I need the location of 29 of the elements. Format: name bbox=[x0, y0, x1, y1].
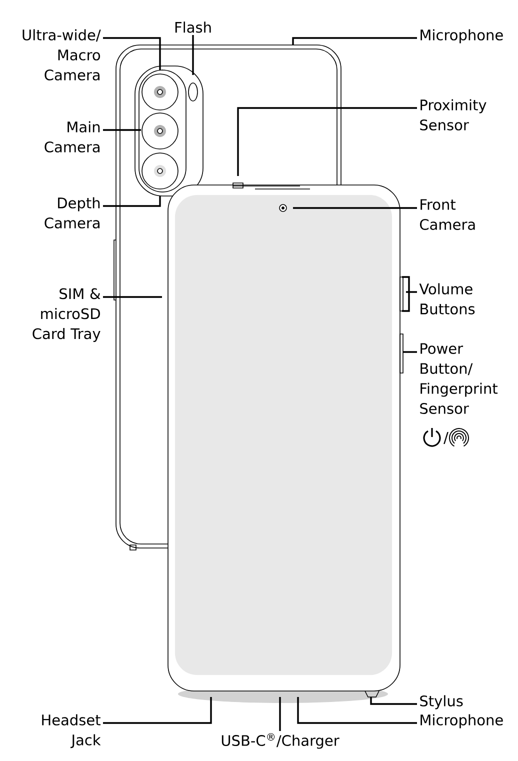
leader-line bbox=[103, 296, 162, 298]
part-label: Headset Jack bbox=[42, 714, 101, 748]
leader-line bbox=[103, 697, 212, 724]
part-label: Power Button/ Fingerprint Sensor bbox=[420, 343, 498, 414]
leader-line bbox=[406, 291, 417, 293]
leader-line bbox=[370, 697, 417, 705]
leader-line bbox=[192, 35, 194, 75]
leader-line bbox=[103, 37, 161, 70]
leader-line bbox=[403, 351, 417, 353]
leader-line bbox=[103, 196, 161, 207]
leader-line bbox=[293, 207, 417, 209]
part-label: Microphone bbox=[420, 714, 503, 728]
part-label: Microphone bbox=[420, 29, 503, 44]
part-label: SIM & microSD Card Tray bbox=[32, 288, 100, 342]
leader-line bbox=[279, 697, 281, 731]
leader-line bbox=[292, 37, 417, 45]
part-label: Stylus bbox=[420, 695, 463, 710]
leader-line bbox=[103, 129, 141, 131]
part-label: USB-C$^{®}$/Charger bbox=[222, 733, 340, 749]
leader-line bbox=[237, 107, 417, 176]
part-label: Proximity Sensor bbox=[420, 99, 486, 130]
part-label: Ultra-wide/ Macro Camera bbox=[22, 29, 101, 80]
part-label: Front Camera bbox=[420, 199, 475, 230]
part-label: Flash bbox=[175, 22, 211, 33]
leader-line bbox=[297, 697, 417, 724]
separator-slash: / bbox=[444, 432, 448, 444]
part-label: Depth Camera bbox=[44, 197, 100, 228]
part-label: Main Camera bbox=[44, 121, 100, 152]
part-label: Volume Buttons bbox=[419, 283, 475, 314]
